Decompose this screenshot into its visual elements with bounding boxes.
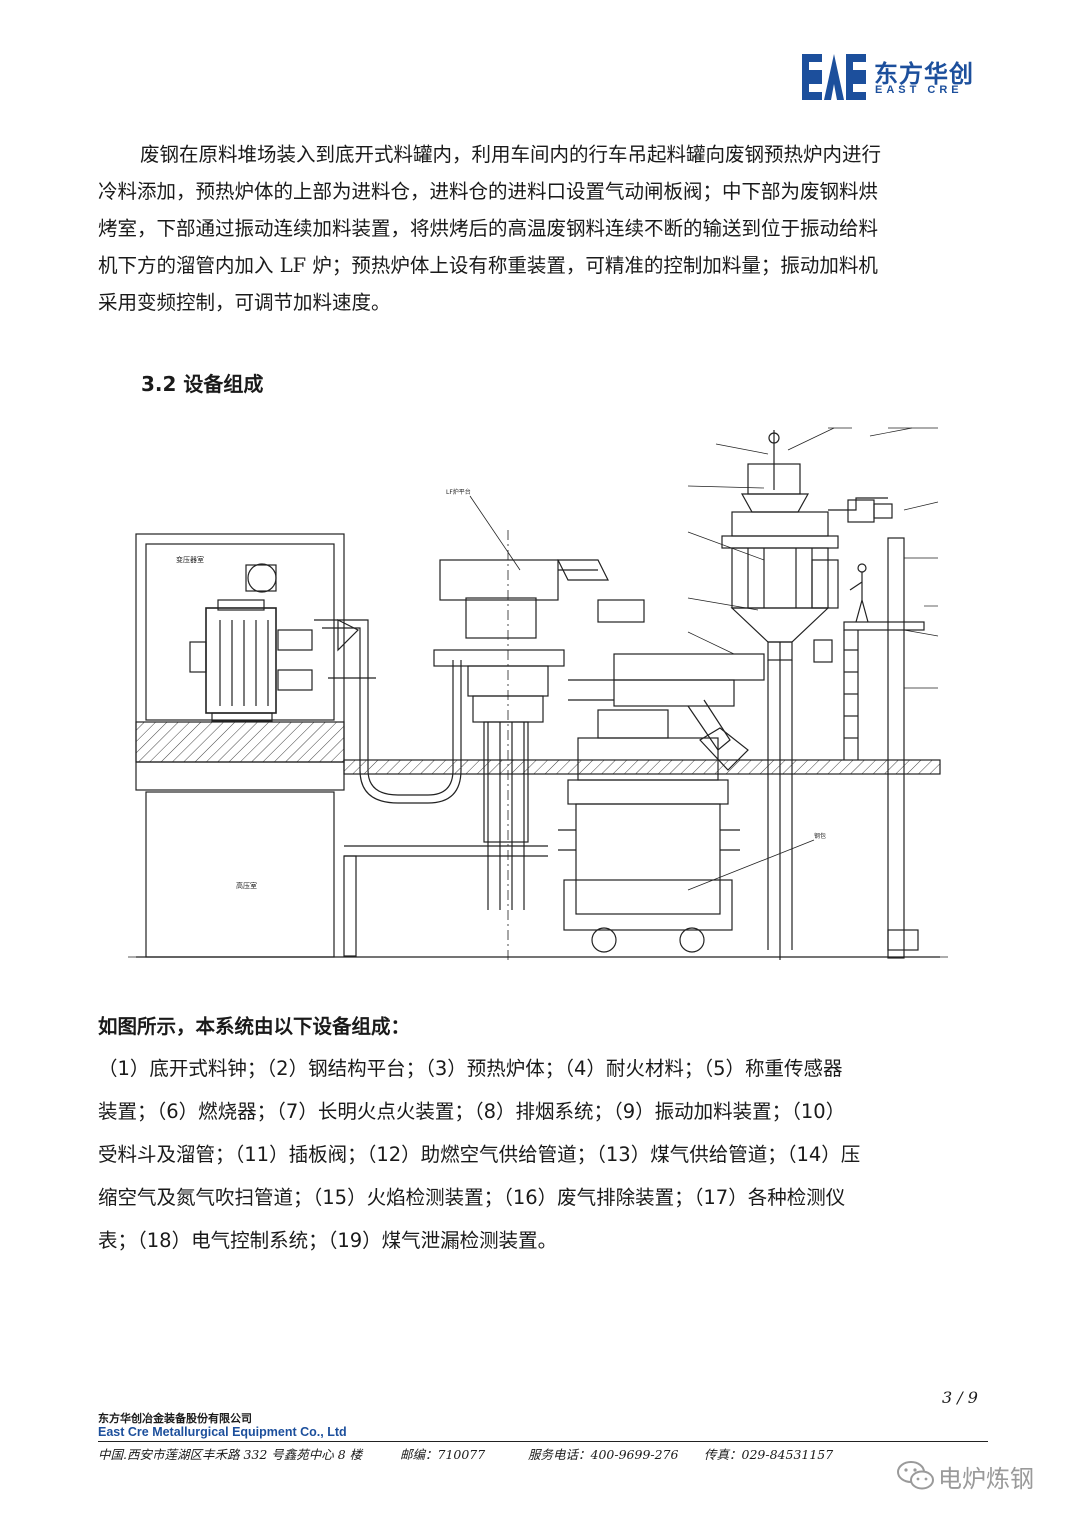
equipment-list-line: （1）底开式料钟；（2）钢结构平台；（3）预热炉体；（4）耐火材料；（5）称重传… xyxy=(98,1057,843,1080)
footer-company-en: East Cre Metallurgical Equipment Co., Lt… xyxy=(98,1425,347,1439)
lf-platform-label: LF炉平台 xyxy=(446,488,471,496)
vibrating-feeder xyxy=(568,653,765,771)
ladle-car xyxy=(558,709,740,953)
equipment-list-line: 受料斗及溜管；（11）插板阀；（12）助燃空气供给管道；（13）煤气供给管道；（… xyxy=(98,1143,861,1166)
footer-company-cn: 东方华创冶金装备股份有限公司 xyxy=(98,1412,252,1425)
paragraph-line: 冷料添加，预热炉体的上部为进料仓，进料仓的进料口设置气动闸板阀；中下部为废钢料烘 xyxy=(98,180,879,203)
lf-furnace-arm xyxy=(433,530,645,960)
equipment-layout-drawing: 变压器室 高压室 xyxy=(128,427,948,960)
section-heading: 3.2 设备组成 xyxy=(141,372,264,396)
paragraph-line: 废钢在原料堆场装入到底开式料罐内，利用车间内的行车吊起料罐向废钢预热炉内进行 xyxy=(140,143,882,166)
page-number: 3 / 9 xyxy=(942,1388,978,1407)
footer-divider xyxy=(98,1441,988,1442)
footer-fax: 传真：029-84531157 xyxy=(704,1447,834,1462)
logo-chinese-name: 东方华创 xyxy=(874,60,974,88)
paragraph-line: 烤室，下部通过振动连续加料装置，将烘烤后的高温废钢料连续不断的输送到位于振动给料 xyxy=(98,217,879,240)
equipment-list-line: 装置；（6）燃烧器；（7）长明火点火装置；（8）排烟系统；（9）振动加料装置；（… xyxy=(98,1100,846,1123)
equipment-list-line: 表；（18）电气控制系统；（19）煤气泄漏检测装置。 xyxy=(98,1229,558,1252)
watermark-text: 电炉炼钢 xyxy=(938,1465,1034,1493)
equipment-list-line: 缩空气及氮气吹扫管道；（15）火焰检测装置；（16）废气排除装置；（17）各种检… xyxy=(98,1186,846,1209)
wechat-watermark: 电炉炼钢 xyxy=(896,1457,1056,1493)
paragraph-line: 采用变频控制，可调节加料速度。 xyxy=(98,291,391,314)
equipment-list: （1）底开式料钟；（2）钢结构平台；（3）预热炉体；（4）耐火材料；（5）称重传… xyxy=(98,1047,988,1262)
transformer-room xyxy=(135,533,940,958)
callout-leaders xyxy=(687,427,939,689)
operation-platform xyxy=(811,537,925,959)
transformer xyxy=(189,563,313,722)
equipment-intro: 如图所示，本系统由以下设备组成： xyxy=(98,1015,411,1038)
preheater-furnace xyxy=(721,430,893,960)
east-cre-logo-icon xyxy=(802,54,866,100)
transformer-room-label: 变压器室 xyxy=(176,555,204,564)
high-voltage-room-label: 高压室 xyxy=(236,881,257,890)
company-logo: 东方华创 EAST CRE xyxy=(802,54,982,100)
footer-postcode: 邮编：710077 xyxy=(400,1447,486,1462)
power-cables xyxy=(314,619,462,804)
intro-paragraph: 废钢在原料堆场装入到底开式料罐内，利用车间内的行车吊起料罐向废钢预热炉内进行 冷… xyxy=(98,136,978,321)
wechat-icon xyxy=(897,1461,934,1490)
ladle-label: 钢包 xyxy=(814,832,826,840)
logo-english-name: EAST CRE xyxy=(875,84,963,96)
paragraph-line: 机下方的溜管内加入 LF 炉；预热炉体上设有称重装置，可精准的控制加料量；振动加… xyxy=(98,254,878,277)
footer-service-phone: 服务电话：400-9699-276 xyxy=(528,1447,679,1462)
footer-address-text: 中国.西安市莲湖区丰禾路 332 号鑫苑中心 8 楼 xyxy=(98,1447,363,1462)
